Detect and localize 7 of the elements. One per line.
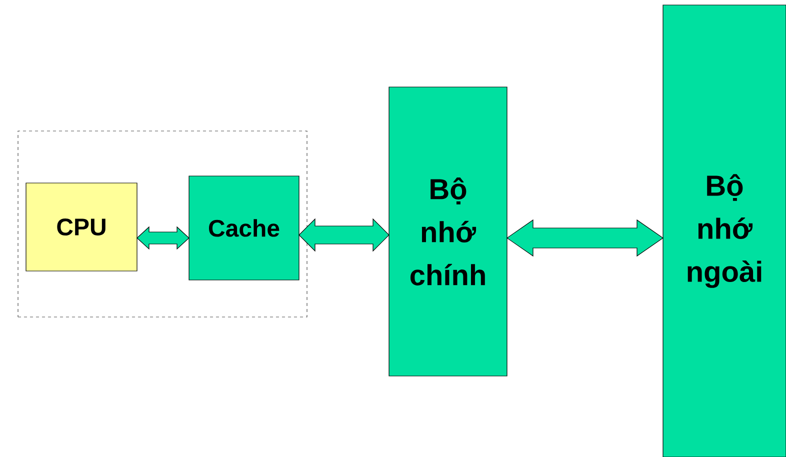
double-arrow	[298, 218, 390, 252]
memory-box: Bộ nhớ ngoài	[662, 4, 786, 457]
double-arrow	[136, 226, 190, 250]
dashed-group-box	[18, 130, 308, 318]
cpu-box: CPU	[26, 182, 138, 272]
memory-box: Bộ nhớ chính	[388, 86, 508, 376]
cache-box: Cache	[188, 176, 300, 280]
